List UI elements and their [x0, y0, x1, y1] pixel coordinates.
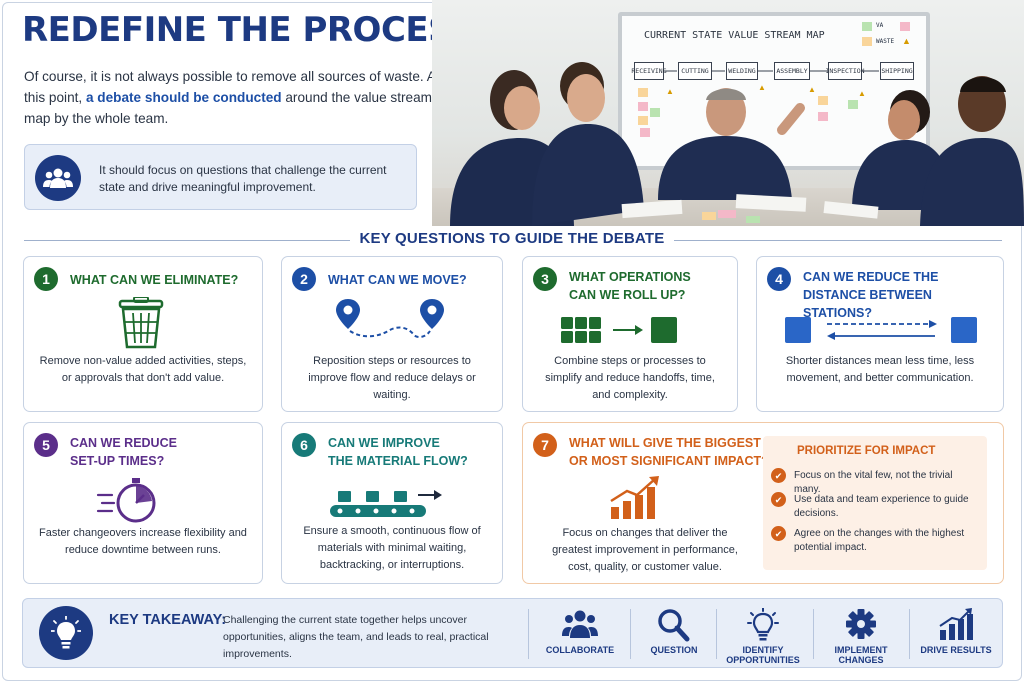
value-stream-whiteboard: CURRENT STATE VALUE STREAM MAP VA WASTE … — [618, 12, 930, 170]
card-title: WHAT CAN WE ELIMINATE? — [70, 273, 239, 287]
takeaway-item-label: IDENTIFY OPPORTUNITIES — [726, 645, 800, 665]
takeaway-implement: IMPLEMENT CHANGES — [813, 605, 909, 665]
intro-text-part2: around the value stream map by the whole… — [24, 90, 432, 126]
card-number: 3 — [533, 267, 557, 291]
card-title: WHAT CAN WE MOVE? — [328, 273, 467, 287]
card-description: Shorter distances mean less time, less m… — [785, 355, 975, 384]
question-card-distance: 4 CAN WE REDUCE THE DISTANCE BETWEEN STA… — [756, 256, 1004, 412]
bar-chart-icon — [939, 608, 973, 640]
gear-icon — [846, 609, 876, 639]
vsm-step: INSPECTION — [825, 62, 865, 80]
svg-text:▲: ▲ — [758, 83, 766, 92]
card-title-line1: WHAT WILL GIVE THE BIGGEST — [569, 436, 761, 450]
vsm-step: RECEIVING — [631, 62, 667, 80]
question-card-material-flow: 6 CAN WE IMPROVE THE MATERIAL FLOW? Ensu… — [281, 422, 503, 584]
card-number: 6 — [292, 433, 316, 457]
divider — [813, 609, 814, 659]
section-title: KEY QUESTIONS TO GUIDE THE DEBATE — [0, 230, 1024, 247]
card-title-line2: THE MATERIAL FLOW? — [328, 454, 468, 468]
card-number: 4 — [767, 267, 791, 291]
takeaway-drive-results: DRIVE RESULTS — [908, 605, 1004, 663]
takeaway-item-label: IMPLEMENT CHANGES — [834, 645, 888, 665]
divider — [716, 609, 717, 659]
lightbulb-icon — [39, 606, 93, 660]
checkmark-icon: ✔ — [771, 468, 786, 483]
card-number: 5 — [34, 433, 58, 457]
card-title-line2: DISTANCE BETWEEN STATIONS? — [803, 288, 932, 320]
card-description: Focus on changes that deliver the greate… — [552, 527, 738, 573]
card-number: 7 — [533, 433, 557, 457]
takeaway-collaborate: COLLABORATE — [532, 605, 628, 663]
question-card-setup-times: 5 CAN WE REDUCE SET-UP TIMES? Faster cha… — [23, 422, 263, 584]
intro-text-part1: Of course, it is not always possible to … — [24, 69, 440, 105]
card-description: Remove non-value added activities, steps… — [39, 355, 247, 384]
card-number: 1 — [34, 267, 58, 291]
divider — [909, 609, 910, 659]
fast-stopwatch-icon — [96, 478, 156, 523]
legend-pink-swatch — [900, 22, 910, 31]
trash-bin-icon — [118, 297, 164, 349]
card-description: Faster changeovers increase flexibility … — [39, 527, 247, 556]
card-number: 2 — [292, 267, 316, 291]
team-icon — [35, 155, 81, 201]
vsm-step: ASSEMBLY — [774, 62, 810, 80]
takeaway-label: KEY TAKEAWAY: — [109, 612, 227, 628]
card-title-line2: OR MOST SIGNIFICANT IMPACT? — [569, 454, 769, 468]
legend-waste-swatch — [862, 37, 872, 46]
takeaway-item-label: DRIVE RESULTS — [920, 645, 992, 655]
svg-text:▲: ▲ — [666, 87, 674, 96]
divider — [630, 609, 631, 659]
lightbulb-icon — [747, 608, 779, 641]
vsm-step: CUTTING — [678, 62, 712, 80]
warning-icon: ▲ — [902, 36, 911, 46]
takeaway-text: Challenging the current state together h… — [223, 614, 489, 660]
takeaway-item-label: QUESTION — [650, 645, 698, 655]
question-card-roll-up: 3 WHAT OPERATIONS CAN WE ROLL UP? Combin… — [522, 256, 738, 412]
takeaway-question: QUESTION — [626, 605, 722, 663]
question-card-move: 2 WHAT CAN WE MOVE? Reposition steps or … — [281, 256, 503, 412]
checkmark-icon: ✔ — [771, 492, 786, 507]
combine-blocks-icon — [561, 317, 677, 343]
legend-waste-label: WASTE — [876, 38, 895, 45]
checkmark-icon: ✔ — [771, 526, 786, 541]
station-distance-icon — [785, 317, 977, 343]
conveyor-belt-icon — [330, 490, 442, 517]
card-title-line2: SET-UP TIMES? — [70, 454, 165, 468]
team-meeting-photo: CURRENT STATE VALUE STREAM MAP VA WASTE … — [432, 0, 1024, 226]
vsm-step: WELDING — [726, 62, 758, 80]
people-icon — [562, 610, 598, 638]
card-description: Ensure a smooth, continuous flow of mate… — [303, 525, 481, 571]
legend-va-swatch — [862, 22, 872, 31]
divider — [528, 609, 529, 659]
question-card-eliminate: 1 WHAT CAN WE ELIMINATE? Remove non-valu… — [23, 256, 263, 412]
route-move-icon — [336, 299, 444, 339]
key-takeaway-bar: KEY TAKEAWAY: Challenging the current st… — [22, 598, 1003, 668]
svg-text:▲: ▲ — [808, 85, 816, 94]
takeaway-item-label: COLLABORATE — [545, 645, 615, 655]
card-description: Combine steps or processes to simplify a… — [545, 355, 715, 401]
magnifier-icon — [658, 609, 690, 642]
whiteboard-title: CURRENT STATE VALUE STREAM MAP — [644, 30, 825, 41]
svg-text:▲: ▲ — [858, 89, 866, 98]
prioritize-panel: PRIORITIZE FOR IMPACT ✔Focus on the vita… — [763, 436, 987, 570]
intro-highlight: a debate should be conducted — [85, 90, 282, 105]
intro-text: Of course, it is not always possible to … — [24, 66, 444, 129]
vsm-step: SHIPPING — [880, 62, 914, 80]
team-callout: It should focus on questions that challe… — [24, 144, 417, 210]
prioritize-title: PRIORITIZE FOR IMPACT — [797, 445, 936, 457]
legend-va-label: VA — [876, 22, 884, 29]
card-title-line1: CAN WE REDUCE THE — [803, 270, 939, 284]
card-description: Reposition steps or resources to improve… — [308, 355, 476, 401]
card-title-line1: WHAT OPERATIONS — [569, 270, 691, 284]
takeaway-identify: IDENTIFY OPPORTUNITIES — [715, 605, 811, 665]
growth-chart-icon — [610, 476, 659, 519]
card-title-line1: CAN WE IMPROVE — [328, 436, 440, 450]
team-members — [450, 62, 1024, 226]
callout-text: It should focus on questions that challe… — [99, 163, 387, 194]
card-title-line2: CAN WE ROLL UP? — [569, 288, 686, 302]
card-title-line1: CAN WE REDUCE — [70, 436, 177, 450]
